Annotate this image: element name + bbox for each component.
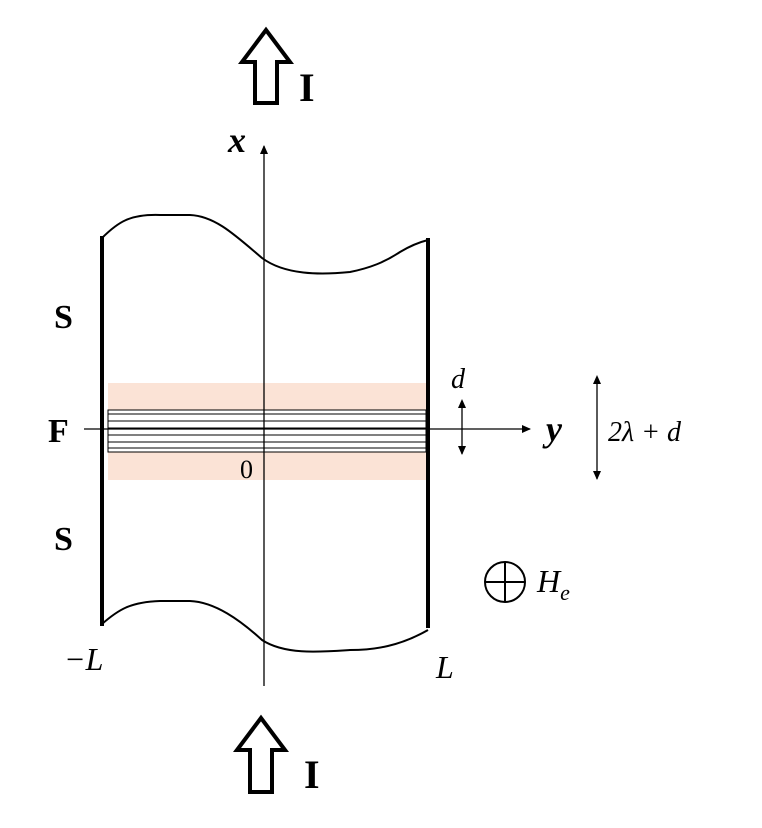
field-label-subscript: e: [560, 580, 570, 605]
current-label-bottom: I: [304, 752, 320, 797]
origin-label: 0: [240, 455, 253, 484]
current-arrow-bottom-icon: [233, 714, 289, 794]
x-axis-label: x: [227, 120, 246, 160]
left-edge-label: −L: [64, 641, 103, 677]
field-label: He: [536, 563, 570, 605]
current-arrow-top-icon: [238, 26, 294, 105]
penetration-width-label: 2λ + d: [608, 417, 682, 448]
ferromagnetic-layer: [107, 409, 427, 453]
bottom-wavy-boundary: [101, 600, 429, 653]
region-label-s-top: S: [54, 299, 73, 336]
region-label-s-bottom: S: [54, 521, 73, 558]
region-label-f: F: [48, 413, 69, 450]
field-label-main: H: [536, 563, 562, 599]
y-axis-label: y: [542, 409, 563, 449]
field-into-page-icon: [484, 561, 526, 603]
right-edge-label: L: [435, 649, 454, 685]
current-label-top: I: [299, 65, 315, 110]
thickness-label-d: d: [451, 364, 466, 395]
top-wavy-boundary: [101, 213, 429, 275]
